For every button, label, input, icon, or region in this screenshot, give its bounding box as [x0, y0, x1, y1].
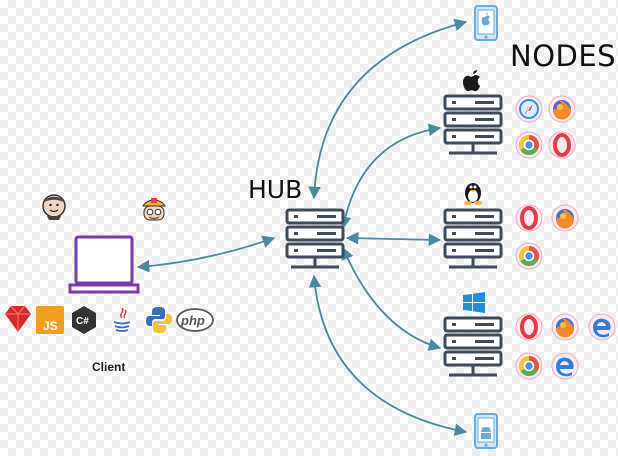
java-icon: [113, 307, 131, 332]
chrome-icon: [515, 352, 543, 380]
arrow-hub-linux-node: [345, 231, 442, 247]
iphone-icon: [474, 5, 498, 41]
opera-icon: [514, 203, 544, 233]
windows-icon: [463, 292, 485, 313]
chrome-icon: [515, 242, 543, 270]
linux-node-server-icon: [443, 208, 503, 269]
arrow-hub-android: [308, 274, 468, 437]
windows-node-server-icon: [443, 316, 503, 377]
client-laptop-icon: [68, 235, 140, 294]
arrow-hub-windows-node: [341, 246, 442, 351]
python-icon: [146, 307, 172, 333]
linux-tux-icon: [464, 183, 482, 205]
svg-text:C#: C#: [76, 316, 89, 327]
javascript-icon: JS: [36, 306, 64, 334]
opera-icon: [547, 130, 577, 160]
php-icon: php: [176, 308, 214, 332]
connection-arrows: [136, 18, 468, 437]
ruby-icon: [5, 305, 31, 332]
arrow-hub-mac-node: [338, 123, 442, 230]
chrome-icon: [515, 131, 543, 159]
edge-icon: [588, 313, 616, 341]
arrow-hub-iphone: [308, 18, 468, 200]
client-label: Client: [92, 360, 125, 374]
jenkins-icon: [42, 194, 66, 220]
hub-server-icon: [285, 208, 345, 269]
testcafe-mascot-icon: [142, 198, 166, 221]
arrow-hub-client: [136, 235, 276, 273]
mac-node-server-icon: [443, 94, 503, 155]
svg-text:JS: JS: [43, 319, 58, 333]
apple-icon: [463, 70, 480, 92]
edge-icon: [551, 352, 579, 380]
safari-icon: [515, 95, 543, 123]
opera-icon: [514, 312, 544, 342]
firefox-icon: [551, 204, 579, 232]
android-phone-icon: [474, 413, 498, 449]
csharp-icon: C#: [72, 306, 96, 334]
firefox-icon: [551, 313, 579, 341]
nodes-label: NODES: [510, 39, 616, 73]
firefox-icon: [548, 95, 576, 123]
svg-text:php: php: [180, 313, 205, 328]
hub-label: HUB: [248, 175, 302, 204]
